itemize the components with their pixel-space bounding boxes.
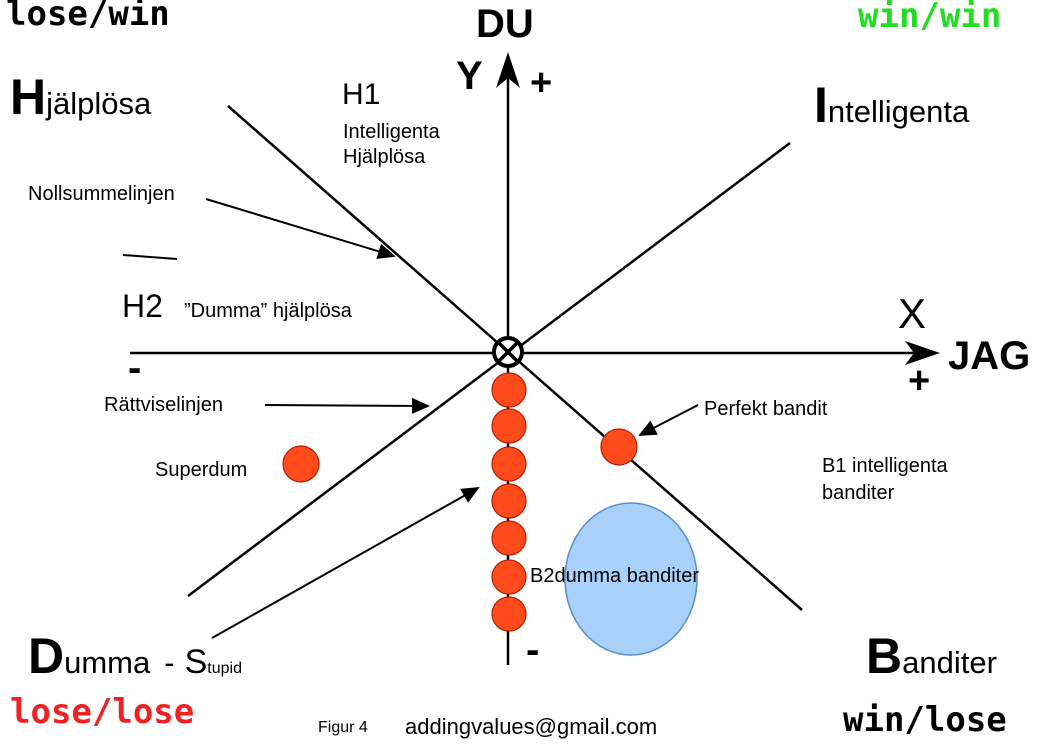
x-axis-negative: - [128, 346, 142, 390]
quadrant-stupid-initial: D [28, 628, 65, 684]
b2-label: B2dumma banditer [530, 565, 699, 588]
figure-caption: Figur 4 [318, 719, 368, 736]
top-right-outcome: win/win [858, 0, 1002, 36]
stupid-bandits-ellipse [564, 502, 698, 656]
x-axis-positive: + [908, 360, 931, 402]
x-axis-letter: X [898, 290, 927, 337]
dot [491, 446, 527, 482]
quadrant-bandits-rest: anditer [902, 645, 997, 680]
h2-label: H2 [122, 288, 163, 324]
b1-line2: banditer [822, 482, 895, 504]
zero-sum-label: Nollsummelinjen [28, 183, 175, 205]
justice-pointer-arrow [264, 397, 430, 414]
dot-column [491, 372, 527, 632]
origin-symbol [492, 336, 524, 368]
y-axis-positive: + [530, 62, 553, 104]
justice-label: Rättviselinjen [104, 394, 223, 416]
quadrant-helpless-rest: jälplösa [46, 86, 152, 121]
stray-dash [122, 254, 178, 260]
y-axis-arrowhead [496, 52, 520, 88]
bottom-left-outcome: lose/lose [10, 692, 195, 732]
h1-line1: Intelligenta [343, 121, 440, 143]
x-axis-arrowhead [905, 341, 940, 365]
b2-prefix: B2 [530, 565, 555, 587]
h1-line2: Hjälplösa [343, 146, 426, 168]
contact-email: addingvalues@gmail.com [405, 714, 658, 739]
perfect-bandit-label: Perfekt bandit [704, 398, 828, 420]
quadrant-bandits-initial: B [866, 628, 903, 684]
x-axis-title: JAG [948, 334, 1031, 378]
dot [491, 559, 527, 595]
quadrant-stupid: Dumma-Stupid [28, 627, 242, 685]
h1-label: H1 [342, 78, 381, 111]
y-axis-letter: Y [456, 54, 483, 98]
b1-line1: B1 intelligenta [822, 455, 948, 477]
quadrant-intelligent: Intelligenta [814, 76, 969, 134]
quadrant-helpless-initial: H [10, 69, 47, 125]
quadrant-stupid-dash: - [164, 645, 175, 680]
quadrant-stupid-s-initial: S [184, 643, 208, 681]
dot [491, 372, 527, 408]
b2-rest: dumma banditer [554, 565, 699, 587]
quadrant-helpless: Hjälplösa [10, 68, 151, 126]
dot [491, 483, 527, 519]
dot [491, 408, 527, 444]
quadrant-intelligent-rest: ntelligenta [827, 94, 970, 129]
zero-sum-pointer-arrow [205, 198, 396, 260]
dot [491, 596, 527, 632]
h2-description: ”Dumma” hjälplösa [184, 300, 352, 322]
quadrant-bandits: Banditer [866, 627, 997, 685]
superdum-dot [282, 445, 320, 483]
perfect-bandit-dot [600, 428, 638, 466]
justice-line [187, 142, 791, 597]
stupid-pointer-arrow [211, 487, 480, 639]
quadrant-stupid-s-rest: tupid [207, 660, 242, 677]
quadrant-stupid-rest: umma [64, 645, 151, 680]
superdum-label: Superdum [155, 459, 248, 481]
top-left-outcome: lose/win [6, 0, 170, 34]
y-axis-title: DU [476, 2, 534, 46]
perfect-bandit-pointer-arrow [638, 404, 699, 436]
quadrant-intelligent-initial: I [814, 77, 828, 133]
dot [491, 520, 527, 556]
y-axis-negative: - [526, 628, 540, 672]
bottom-right-outcome: win/lose [843, 700, 1007, 740]
